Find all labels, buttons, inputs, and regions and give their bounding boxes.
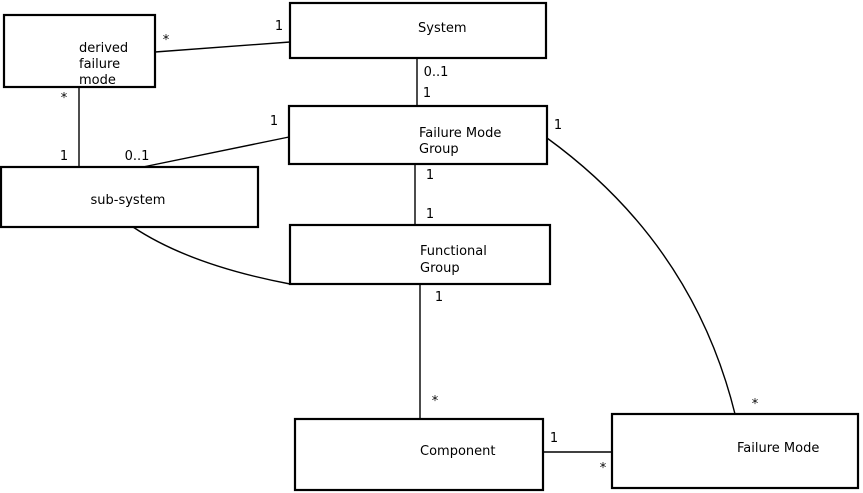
node-sub-system: sub-system — [0, 165, 260, 229]
edges — [78, 41, 736, 453]
node-failure-mode-box — [610, 412, 860, 490]
mult-fmg-fm-one: 1 — [554, 118, 562, 133]
mult-subsystem-fmg-zeroone: 0..1 — [125, 149, 150, 164]
node-sub-system-label: sub-system — [91, 193, 166, 208]
node-component: Component — [293, 417, 545, 492]
node-failure-mode-group-label-line1: Failure Mode — [419, 126, 501, 141]
node-failure-mode-group: Failure Mode Group — [287, 104, 549, 166]
node-functional-group-label-line2: Group — [420, 261, 460, 276]
node-derived-failure-mode-label-line3: mode — [79, 73, 116, 88]
mult-dfm-subsystem-star: * — [61, 91, 68, 106]
mult-subsystem-fmg-one: 1 — [270, 114, 278, 129]
node-derived-failure-mode-label-line2: failure — [79, 57, 120, 72]
node-functional-group-label-line1: Functional — [420, 244, 487, 259]
mult-dfm-system-star: * — [163, 33, 170, 48]
mult-fmg-fg-one-top: 1 — [426, 168, 434, 183]
node-derived-failure-mode-box — [2, 13, 157, 89]
node-component-label: Component — [420, 444, 495, 459]
edge-failure-mode-group-failure-mode — [546, 137, 736, 415]
node-component-box — [293, 417, 545, 492]
node-system: System — [288, 1, 548, 60]
mult-component-fm-star: * — [600, 461, 607, 476]
node-sub-system-box — [0, 165, 260, 229]
multiplicity-labels: * 1 * 1 0..1 1 0..1 1 1 1 1 * 1 * 1 * — [60, 19, 759, 476]
mult-system-fmg-zeroone: 0..1 — [424, 65, 449, 80]
node-derived-failure-mode: derived failure mode — [2, 13, 157, 89]
node-derived-failure-mode-label-line1: derived — [79, 41, 128, 56]
edge-sub-system-failure-mode-group — [137, 136, 290, 169]
mult-component-fm-one: 1 — [550, 431, 558, 446]
mult-fmg-fg-one-bottom: 1 — [426, 207, 434, 222]
mult-fg-component-star: * — [432, 394, 439, 409]
mult-system-fmg-one: 1 — [423, 86, 431, 101]
node-functional-group: Functional Group — [288, 223, 552, 286]
mult-fmg-fm-star: * — [752, 397, 759, 412]
node-system-label: System — [418, 21, 466, 36]
node-failure-mode: Failure Mode — [610, 412, 860, 490]
edge-derived-failure-mode-system — [154, 41, 291, 53]
node-failure-mode-label: Failure Mode — [737, 441, 819, 456]
mult-fg-component-one: 1 — [435, 290, 443, 305]
mult-dfm-subsystem-one: 1 — [60, 149, 68, 164]
edge-sub-system-functional-group — [132, 226, 291, 285]
node-functional-group-box — [288, 223, 552, 286]
node-system-box — [288, 1, 548, 60]
node-failure-mode-group-label-line2: Group — [419, 142, 459, 157]
mult-dfm-system-one: 1 — [275, 19, 283, 34]
node-failure-mode-group-box — [287, 104, 549, 166]
